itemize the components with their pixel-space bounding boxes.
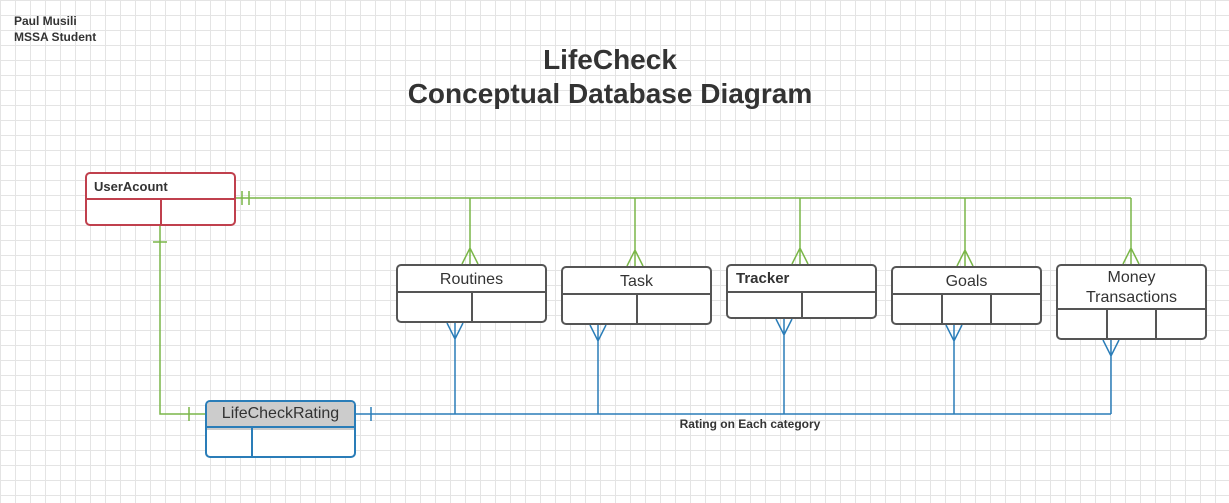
- entity-goals-name: Goals: [945, 273, 988, 290]
- money-transactions-link: [1122, 198, 1140, 265]
- tracker-link: [791, 198, 809, 265]
- entity-user-account-name: UserAcount: [94, 179, 168, 194]
- entity-goals[interactable]: Goals: [891, 266, 1042, 325]
- entity-money-transactions-name: Money Transactions: [1086, 269, 1177, 306]
- diagram-subtitle: Conceptual Database Diagram: [407, 78, 813, 109]
- goals-link: [956, 198, 974, 267]
- author-block: Paul Musili MSSA Student: [14, 13, 96, 45]
- relationship-label: Rating on Each category: [679, 417, 821, 431]
- user-account-links: [153, 191, 1140, 421]
- entity-money-transactions[interactable]: Money Transactions: [1056, 264, 1207, 340]
- entity-life-check-rating-name: LifeCheckRating: [221, 405, 340, 422]
- entity-user-account-body: [87, 198, 234, 224]
- rating-links: [355, 318, 1120, 421]
- diagram-title: LifeCheck: [543, 44, 677, 75]
- routines-rating-link: [446, 322, 464, 414]
- entity-task[interactable]: Task: [561, 266, 712, 325]
- task-rating-link: [589, 324, 607, 414]
- user-account-one-marker: [241, 191, 250, 205]
- author-name: Paul Musili: [14, 14, 77, 28]
- money-transactions-rating-link: [1102, 339, 1120, 414]
- entity-money-transactions-body: [1058, 308, 1205, 338]
- user-rating-link: [159, 226, 205, 415]
- entity-routines-body: [398, 291, 545, 321]
- entity-life-check-rating[interactable]: LifeCheckRating: [205, 400, 356, 458]
- entity-tracker[interactable]: Tracker: [726, 264, 877, 319]
- tracker-rating-link: [775, 318, 793, 414]
- goals-rating-link: [945, 324, 963, 414]
- routines-link: [461, 198, 479, 265]
- entity-life-check-rating-body: [207, 426, 354, 456]
- entity-task-name: Task: [620, 273, 653, 290]
- entity-routines[interactable]: Routines: [396, 264, 547, 323]
- entity-routines-name: Routines: [439, 271, 504, 288]
- entity-tracker-name: Tracker: [736, 270, 790, 287]
- entity-tracker-body: [728, 291, 875, 317]
- entity-user-account[interactable]: UserAcount: [85, 172, 236, 226]
- task-link: [626, 198, 644, 267]
- entity-life-check-rating-header: [207, 402, 354, 430]
- author-role: MSSA Student: [14, 30, 97, 44]
- entity-goals-body: [893, 293, 1040, 323]
- entity-task-body: [563, 293, 710, 323]
